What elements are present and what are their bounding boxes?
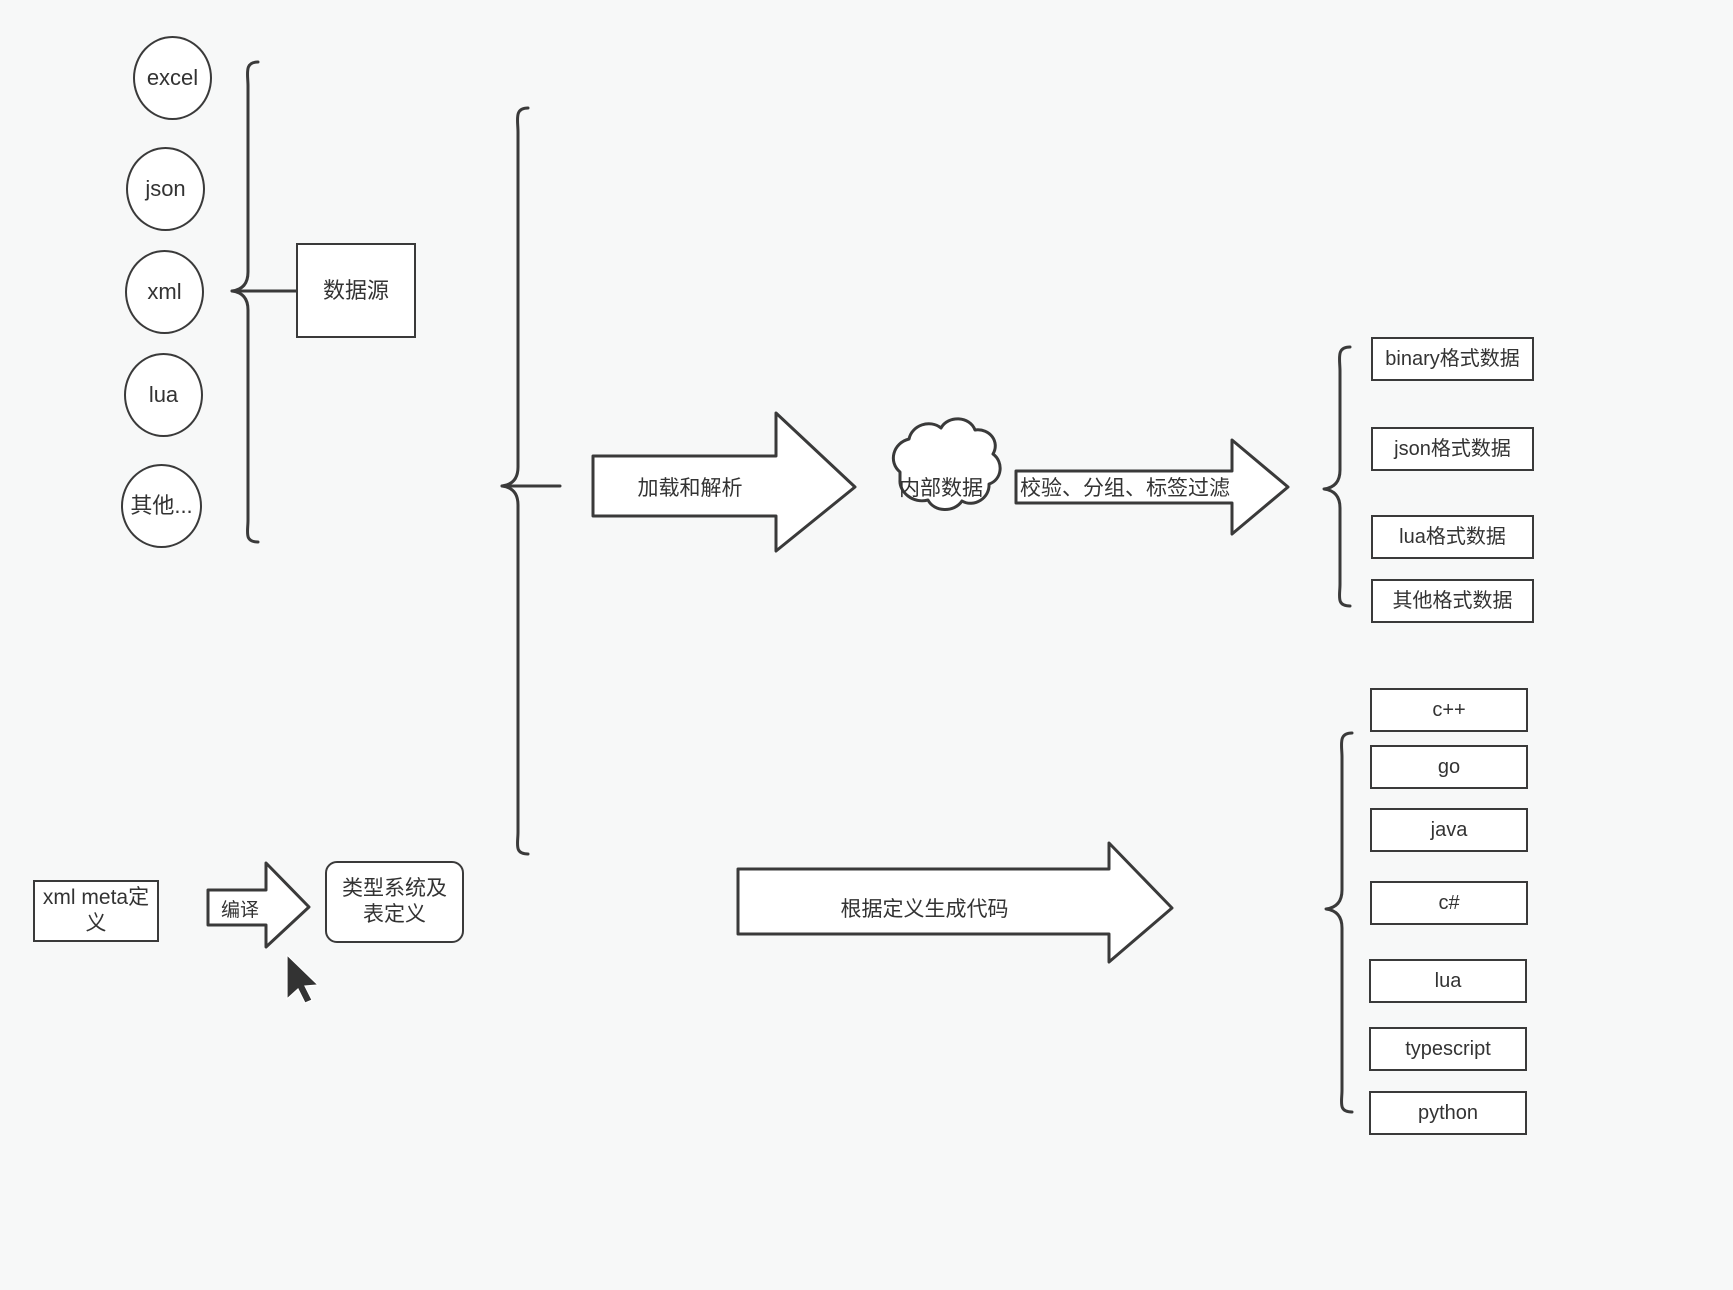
data-source-group-label: 数据源 — [322, 277, 389, 303]
output-language-label: python — [1417, 1101, 1479, 1124]
validate-filter-arrow — [1014, 438, 1290, 536]
sources-brace — [230, 60, 260, 544]
output-language-label: c# — [1438, 891, 1460, 914]
output-format-lua[interactable]: lua格式数据 — [1371, 515, 1534, 559]
xml-meta-definition-label: xml meta定义 — [42, 885, 150, 935]
validate-filter-arrow-label: 校验、分组、标签过滤 — [1020, 477, 1230, 500]
codegen-arrow — [736, 841, 1174, 964]
output-language-label: lua — [1434, 969, 1462, 992]
source-node-other[interactable]: 其他... — [121, 464, 202, 548]
mouse-cursor — [286, 953, 320, 1004]
internal-data-label: 内部数据 — [899, 477, 983, 500]
source-label: excel — [146, 65, 199, 91]
output-language-label: java — [1430, 818, 1468, 841]
source-label: 其他... — [130, 493, 193, 519]
xml-meta-definition-box[interactable]: xml meta定义 — [33, 880, 159, 942]
output-language-cpp[interactable]: c++ — [1370, 688, 1528, 732]
output-language-label: typescript — [1405, 1037, 1491, 1060]
type-system-definition-label: 类型系统及表定义 — [342, 876, 447, 926]
type-system-definition-box[interactable]: 类型系统及表定义 — [325, 861, 464, 943]
source-node-json[interactable]: json — [126, 147, 205, 231]
output-language-typescript[interactable]: typescript — [1369, 1027, 1527, 1071]
output-language-csharp[interactable]: c# — [1370, 881, 1528, 925]
languages-brace — [1324, 731, 1354, 1114]
source-label: lua — [148, 382, 179, 408]
source-label: json — [145, 176, 186, 202]
output-language-lua[interactable]: lua — [1369, 959, 1527, 1003]
internal-data-cloud — [891, 417, 1002, 511]
output-format-binary[interactable]: binary格式数据 — [1371, 337, 1534, 381]
codegen-arrow-label: 根据定义生成代码 — [840, 898, 1009, 921]
output-language-label: go — [1437, 755, 1461, 778]
source-node-lua[interactable]: lua — [124, 353, 203, 437]
output-language-java[interactable]: java — [1370, 808, 1528, 852]
output-language-label: c++ — [1432, 698, 1466, 721]
output-format-label: 其他格式数据 — [1392, 589, 1513, 612]
output-format-json[interactable]: json格式数据 — [1371, 427, 1534, 471]
source-node-xml[interactable]: xml — [125, 250, 204, 334]
output-format-label: json格式数据 — [1394, 437, 1511, 460]
output-format-label: lua格式数据 — [1399, 525, 1506, 548]
data-formats-brace — [1322, 345, 1352, 608]
data-source-group-box[interactable]: 数据源 — [296, 243, 416, 338]
output-format-label: binary格式数据 — [1385, 347, 1520, 370]
source-label: xml — [147, 279, 182, 305]
output-format-other[interactable]: 其他格式数据 — [1371, 579, 1534, 623]
load-parse-arrow — [591, 411, 857, 553]
pipeline-brace — [500, 106, 530, 856]
source-node-excel[interactable]: excel — [133, 36, 212, 120]
load-parse-arrow-label: 加载和解析 — [637, 477, 743, 500]
output-language-go[interactable]: go — [1370, 745, 1528, 789]
output-language-python[interactable]: python — [1369, 1091, 1527, 1135]
compile-arrow-label: 编译 — [220, 899, 259, 921]
compile-arrow — [206, 861, 311, 949]
